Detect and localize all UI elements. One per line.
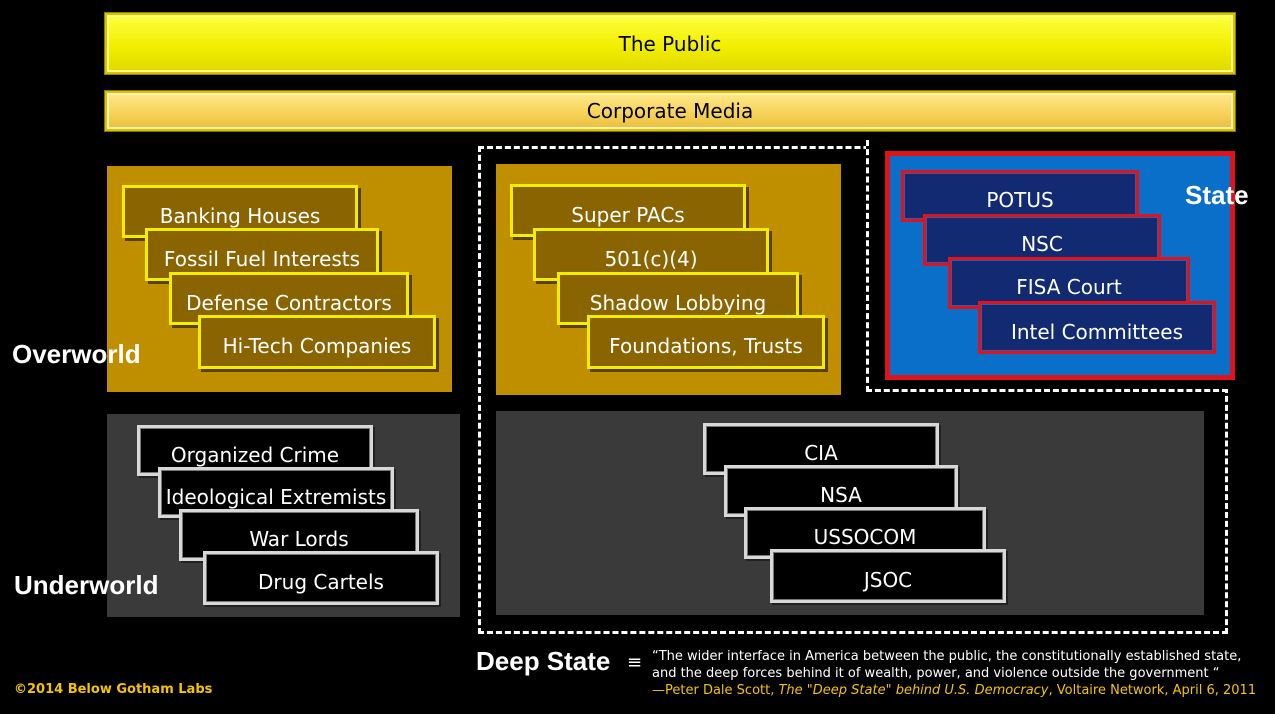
underworld-item-label: Drug Cartels [258,570,384,594]
agency-item-label: NSA [820,483,862,507]
state-item-potus: POTUS [901,170,1139,222]
influence-item-label: Shadow Lobbying [589,290,767,315]
attribution-author: —Peter Dale Scott, [652,683,779,698]
public-bar: The Public [105,13,1235,74]
state-item-label: POTUS [986,188,1054,212]
boundary-notch-edge-horizontal [866,389,1228,392]
state-item-label: NSC [1021,232,1063,256]
quote-block: “The wider interface in America between … [652,648,1241,682]
influence-item-foundations: Foundations, Trusts [587,315,825,369]
corporate-media-bar: Corporate Media [105,91,1235,131]
industry-item-label: Banking Houses [159,203,321,228]
state-item-label: Intel Committees [1010,319,1184,344]
boundary-notch-edge-vertical [866,140,869,392]
underworld-item-drug-cartels: Drug Cartels [203,551,439,605]
influence-item-label: Foundations, Trusts [609,334,803,358]
deep-state-label: Deep State [476,646,611,676]
underworld-item-label: War Lords [249,527,349,551]
underworld-item-label: Ideological Extremists [165,484,387,509]
attribution-title: The "Deep State" behind U.S. Democracy [778,683,1049,698]
corporate-media-label: Corporate Media [586,99,754,123]
quote-line-2: and the deep forces behind it of wealth,… [652,666,1220,681]
state-item-intel-committees: Intel Committees [978,301,1216,354]
copyright: ©2014 Below Gotham Labs [14,682,213,697]
influence-item-label: Super PACs [571,202,685,227]
state-label: State [1185,180,1249,210]
influence-item-label: 501(c)(4) [604,246,698,271]
industry-item-label: Hi-Tech Companies [222,334,412,358]
industry-item-label: Defense Contractors [186,290,392,315]
agency-item-label: JSOC [863,568,913,592]
overworld-label: Overworld [12,339,141,369]
agency-item-label: USSOCOM [813,525,917,549]
agency-item-label: CIA [804,441,838,465]
public-label: The Public [618,31,722,56]
underworld-label: Underworld [14,570,159,600]
industry-item-hi-tech: Hi-Tech Companies [198,315,436,369]
equivalence-symbol: ≡ [627,652,643,673]
state-item-label: FISA Court [1016,275,1122,299]
quote-line-1: “The wider interface in America between … [652,649,1242,664]
agency-item-jsoc: JSOC [770,549,1006,603]
underworld-item-label: Organized Crime [170,442,340,467]
quote-attribution: —Peter Dale Scott, The "Deep State" behi… [652,683,1256,698]
industry-item-label: Fossil Fuel Interests [163,246,361,271]
attribution-source: , Voltaire Network, April 6, 2011 [1048,683,1257,698]
industry-item-defense: Defense Contractors [169,272,409,325]
